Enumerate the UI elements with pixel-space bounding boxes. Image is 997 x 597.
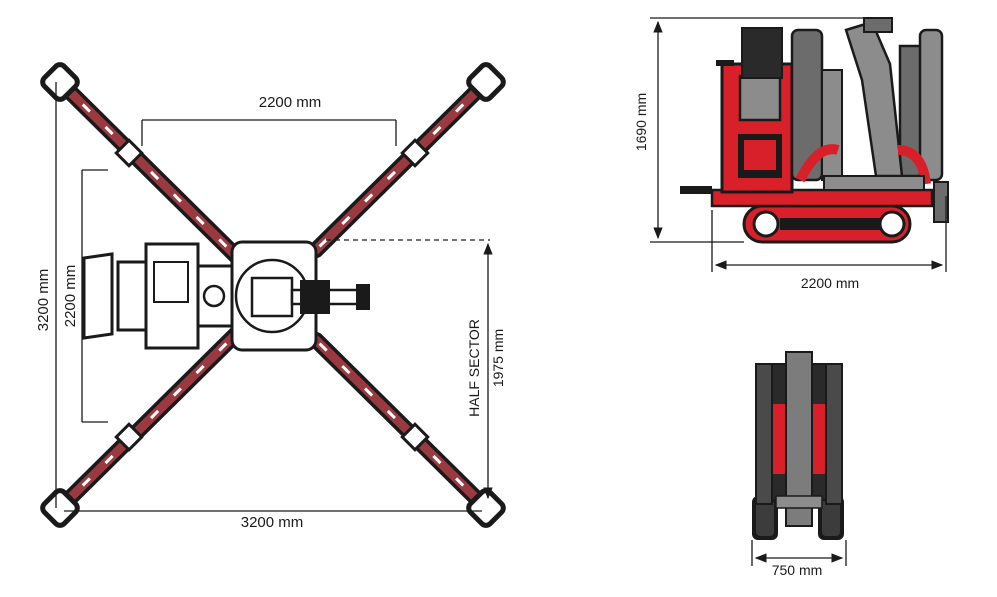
front-width-label: 750 mm [772,562,823,578]
front-view: 750 mm [751,351,847,578]
dimension-bottom: 3200 mm [64,510,482,531]
half-sector-label: HALF SECTOR [466,319,482,417]
top-view: 2200 mm 3200 mm 2200 mm 3200 mm HALF SEC… [35,62,506,531]
machine-top-body [82,240,370,352]
side-machine [680,17,949,244]
dimension-left-outer: 3200 mm [35,82,57,508]
left-inner-label: 2200 mm [62,265,79,328]
bottom-width-label: 3200 mm [241,514,304,531]
side-height-label: 1690 mm [633,93,649,151]
dimension-front-width: 750 mm [751,540,847,578]
dimension-top-width: 2200 mm [141,94,397,146]
front-machine [752,351,844,540]
outrigger-arms [52,74,494,516]
side-length-label: 2200 mm [801,275,859,291]
dimension-left-inner: 2200 mm [62,169,108,423]
dimension-length: 2200 mm [711,196,947,291]
dimension-half-sector: HALF SECTOR 1975 mm [326,239,506,500]
side-view: 1690 mm 2200 mm [633,17,949,291]
top-width-label: 2200 mm [259,94,322,111]
left-outer-label: 3200 mm [35,269,52,332]
dimension-height: 1690 mm [633,17,878,243]
outrigger-feet [40,62,506,528]
half-sector-value: 1975 mm [490,329,506,387]
